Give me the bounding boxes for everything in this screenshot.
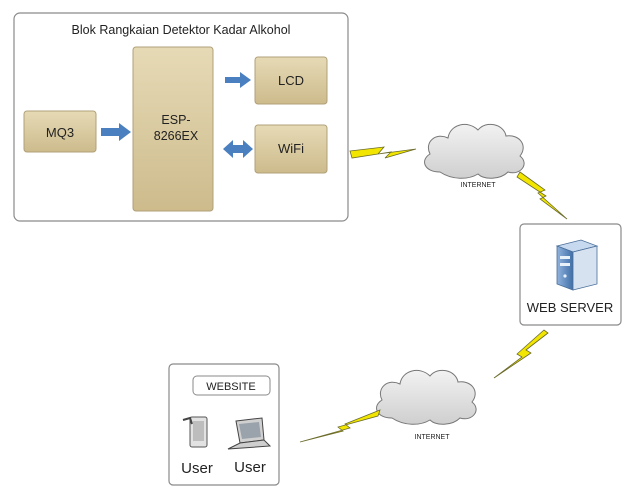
wireless-link-icon-3 — [493, 329, 549, 379]
website-label: WEBSITE — [206, 381, 256, 393]
arrow-esp-wifi-bidirectional — [223, 140, 253, 158]
lcd-module — [254, 56, 328, 105]
internet-cloud-icon-top — [424, 123, 525, 179]
arrow-esp-to-lcd — [225, 72, 251, 88]
user-label-phone: User — [181, 460, 213, 477]
wireless-link-icon-4 — [299, 409, 381, 443]
internet-label-bottom: INTERNET — [415, 434, 451, 441]
esp-label-line2: 8266EX — [154, 129, 199, 143]
server-icon — [555, 239, 599, 291]
mq3-module — [23, 110, 97, 153]
mq3-label: MQ3 — [46, 125, 74, 140]
lcd-label: LCD — [278, 73, 304, 88]
website-box — [192, 375, 271, 396]
wifi-module — [254, 124, 328, 174]
block-title: Blok Rangkaian Detektor Kadar Alkohol — [72, 23, 291, 37]
wireless-link-icon-2 — [516, 171, 568, 220]
wifi-label: WiFi — [278, 141, 304, 156]
arrow-mq3-to-esp — [101, 123, 131, 141]
user-label-laptop: User — [234, 459, 266, 476]
internet-label-top: INTERNET — [461, 182, 497, 189]
phone-icon — [182, 416, 208, 448]
laptop-icon — [227, 417, 272, 450]
esp-label-line1: ESP- — [161, 113, 190, 127]
web-server-label: WEB SERVER — [527, 300, 613, 315]
internet-cloud-icon-bottom — [376, 369, 477, 425]
esp-module — [132, 46, 214, 212]
wireless-link-icon-1 — [349, 146, 417, 159]
